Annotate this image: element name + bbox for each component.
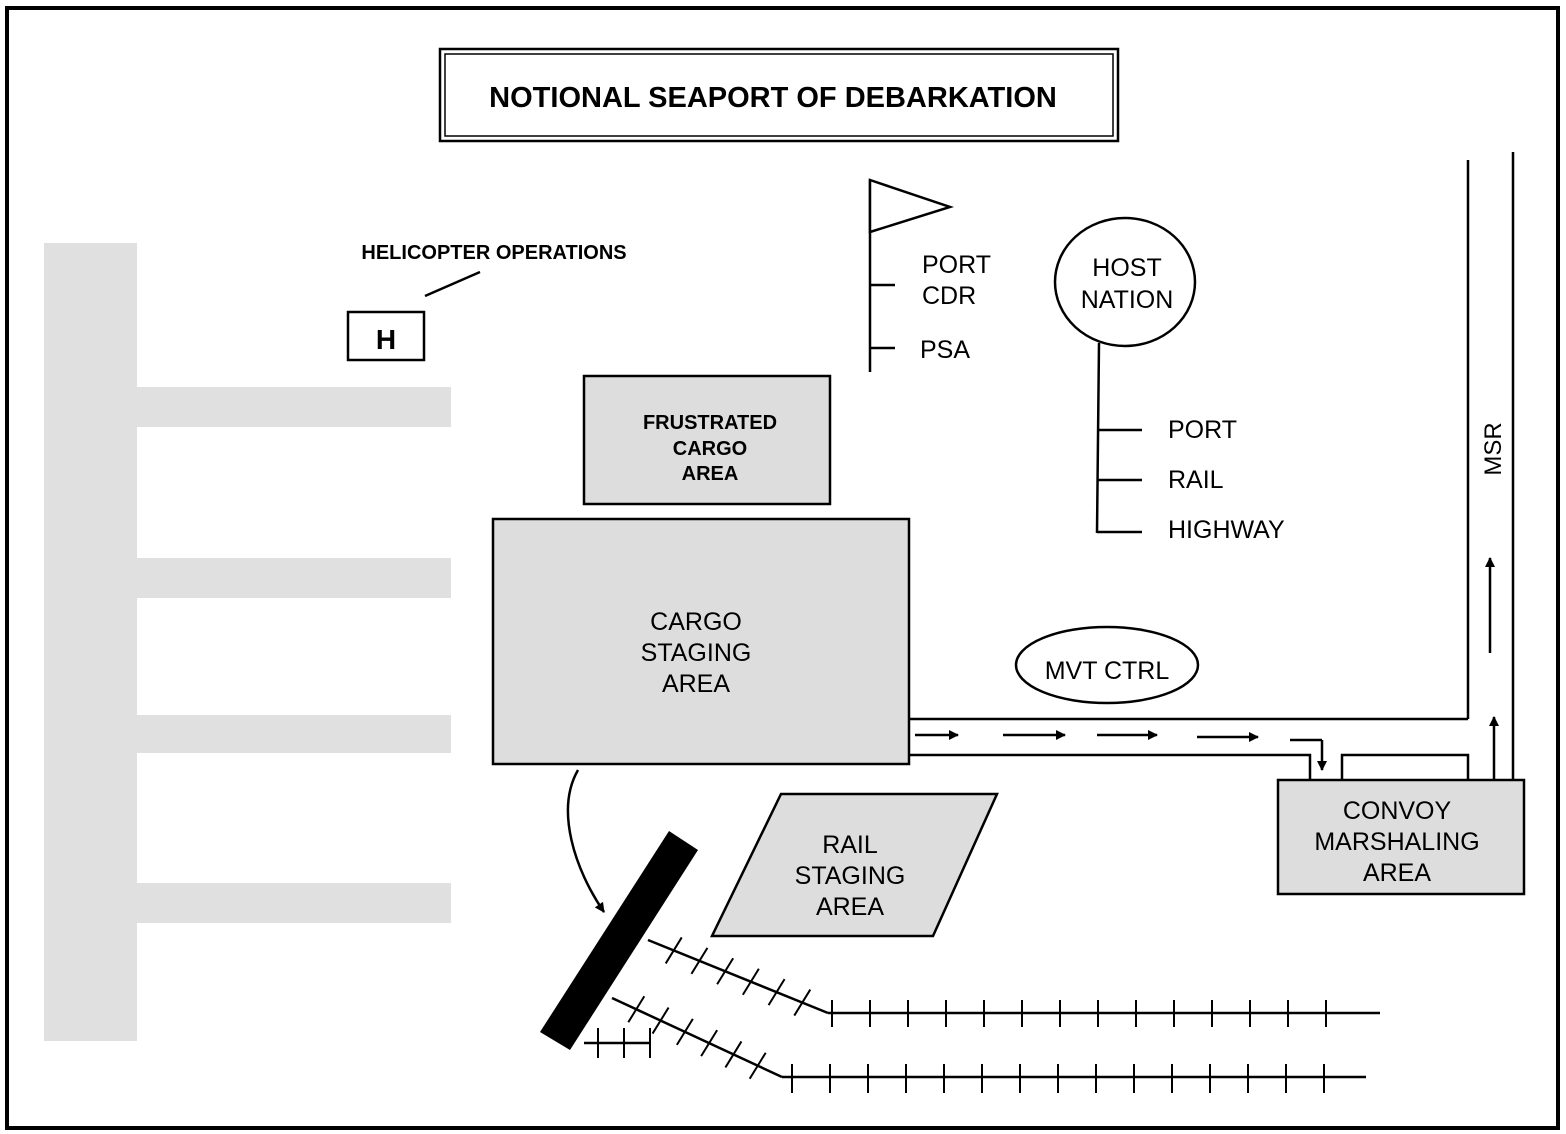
rail-tie (748, 1052, 767, 1080)
frustrated-label-2: CARGO (673, 438, 747, 460)
cargo-staging-label-1: CARGO (650, 608, 742, 636)
rail-track-upper (647, 936, 1380, 1027)
helicopter-operations-label: HELICOPTER OPERATIONS (361, 242, 626, 264)
host-branch-highway: HIGHWAY (1168, 516, 1285, 544)
host-nation-label-1: HOST (1092, 254, 1161, 282)
helicopter-leader-line (424, 270, 481, 298)
port-cdr-label-2: CDR (922, 282, 976, 310)
rail-tie (627, 995, 646, 1023)
rail-tie (767, 978, 786, 1006)
diagram-title: NOTIONAL SEAPORT OF DEBARKATION (489, 82, 1057, 114)
msr-label: MSR (1480, 422, 1507, 475)
helipad-h-label: H (376, 324, 396, 355)
host-nation-node: HOST NATION (1053, 216, 1197, 348)
rail-loading-ramp (540, 831, 698, 1050)
host-nation-tree (1095, 342, 1142, 534)
psa-label: PSA (920, 336, 970, 364)
convoy-label-1: CONVOY (1343, 797, 1452, 825)
rail-staging-label-3: AREA (816, 893, 884, 921)
road-to-convoy (909, 717, 1470, 780)
cargo-to-rail-arrow (566, 769, 606, 913)
mvt-ctrl-node: MVT CTRL (1014, 625, 1200, 705)
outer-frame (5, 6, 1560, 1130)
rail-tie (664, 936, 683, 964)
host-nation-label-2: NATION (1081, 286, 1174, 314)
host-branch-rail: RAIL (1168, 466, 1224, 494)
helipad: H (346, 310, 426, 362)
port-cdr-flag-icon (868, 178, 955, 372)
piers (44, 243, 451, 1041)
rail-tie (793, 989, 812, 1017)
rail-track-spur (584, 1028, 651, 1058)
rail-staging-label-2: STAGING (795, 862, 906, 890)
rail-tie (651, 1007, 670, 1035)
frustrated-label-3: AREA (682, 463, 739, 485)
convoy-marshaling-area: CONVOY MARSHALING AREA (1276, 778, 1526, 896)
convoy-label-3: AREA (1363, 859, 1431, 887)
convoy-label-2: MARSHALING (1314, 828, 1479, 856)
msr-road (1466, 152, 1515, 780)
railway-tracks (584, 936, 1380, 1093)
host-branch-port: PORT (1168, 416, 1237, 444)
rail-staging-label-1: RAIL (822, 831, 878, 859)
rail-tie (724, 1040, 743, 1068)
port-cdr-label-1: PORT (922, 251, 991, 279)
frustrated-label-1: FRUSTRATED (643, 412, 777, 434)
cargo-staging-area: CARGO STAGING AREA (491, 517, 911, 766)
rail-tie (742, 968, 760, 996)
rail-staging-area: RAIL STAGING AREA (710, 792, 999, 938)
mvt-ctrl-label: MVT CTRL (1045, 657, 1170, 685)
rail-tie (676, 1018, 694, 1046)
cargo-staging-label-2: STAGING (641, 639, 752, 667)
rail-tie (716, 957, 734, 985)
rail-tie (700, 1029, 718, 1057)
rail-track-lower (611, 995, 1366, 1093)
title-box: NOTIONAL SEAPORT OF DEBARKATION (438, 47, 1120, 143)
cargo-staging-label-3: AREA (662, 670, 730, 698)
frustrated-cargo-area: FRUSTRATED CARGO AREA (582, 374, 832, 506)
rail-tie (690, 947, 709, 975)
